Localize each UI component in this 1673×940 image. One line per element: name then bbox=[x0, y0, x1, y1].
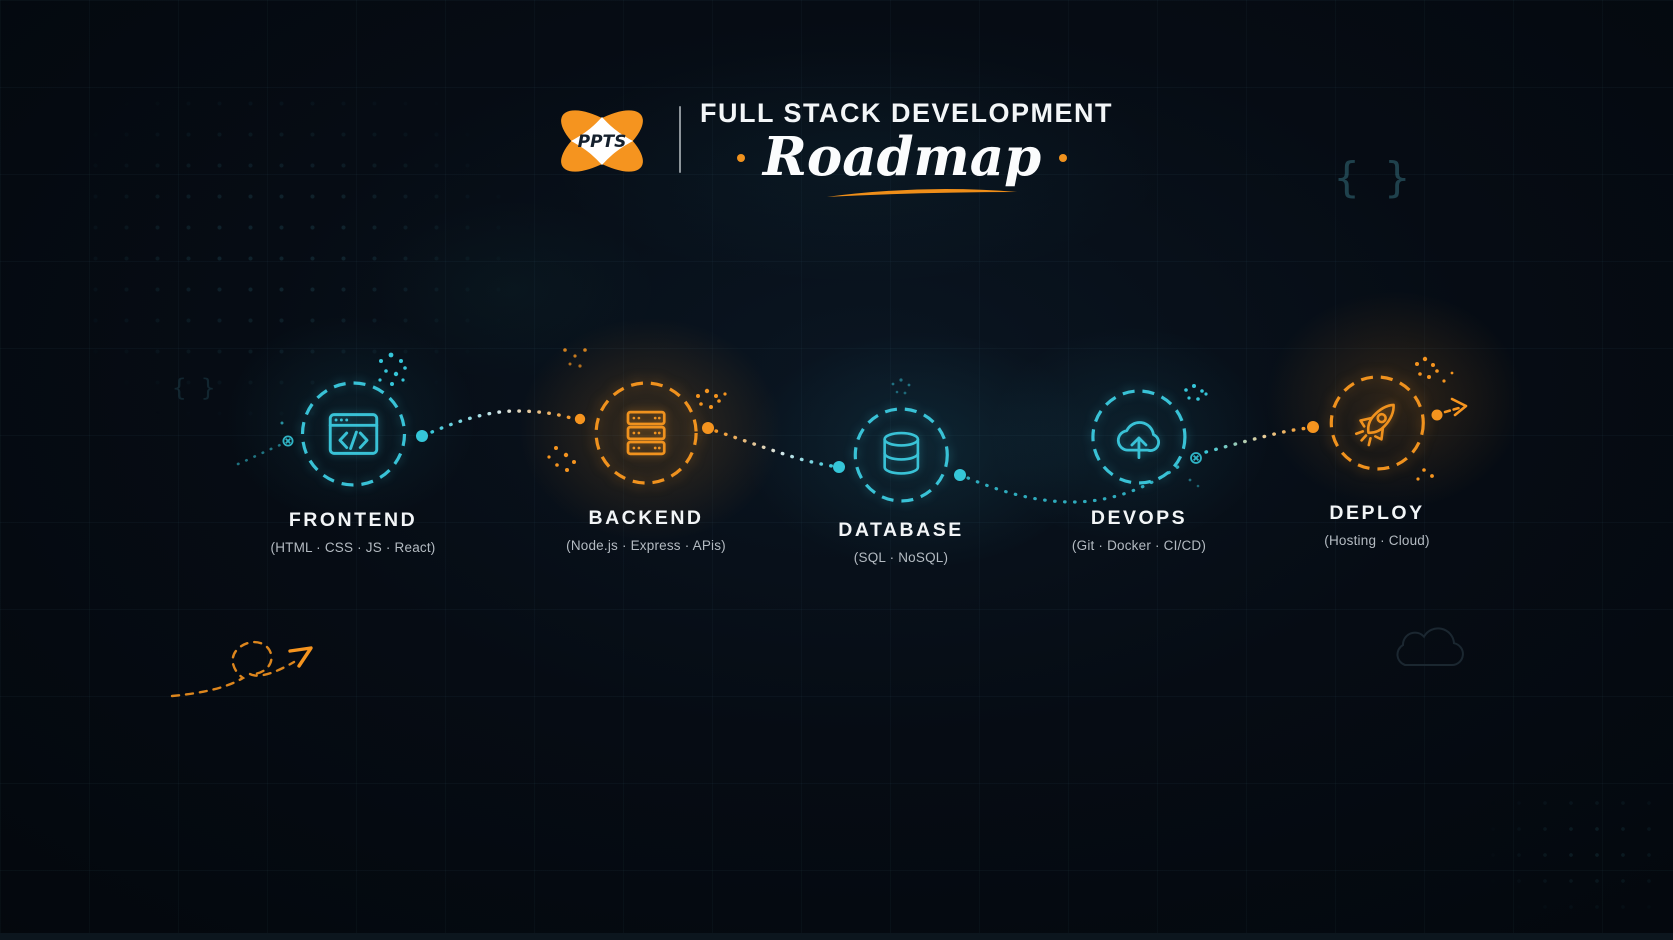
dashed-ring bbox=[1091, 389, 1187, 485]
exit-arrow-icon bbox=[1450, 397, 1468, 417]
stage-subtitle: (Hosting · Cloud) bbox=[1324, 533, 1430, 548]
swoosh-underline bbox=[826, 188, 1019, 197]
dashed-ring bbox=[853, 407, 949, 503]
connector-frontend-backend bbox=[430, 409, 573, 434]
stage-label: DATABASE bbox=[838, 519, 964, 541]
header-divider bbox=[679, 106, 681, 173]
connector-backend-database bbox=[714, 429, 834, 468]
stage-label: BACKEND bbox=[588, 507, 704, 529]
stage-subtitle: (Git · Docker · CI/CD) bbox=[1071, 538, 1207, 553]
code-window-icon bbox=[328, 413, 378, 455]
connector-dot bbox=[1431, 409, 1443, 421]
stage-backend: BACKEND (Node.js · Express · APis) bbox=[566, 379, 726, 553]
stage-deploy: DEPLOY (Hosting · Cloud) bbox=[1324, 373, 1430, 548]
dashed-ring bbox=[1329, 375, 1425, 471]
dashed-ring bbox=[594, 381, 698, 485]
swirl-arrowhead-icon bbox=[288, 646, 313, 668]
braces-decoration: { } bbox=[1334, 153, 1410, 202]
stage-label: FRONTEND bbox=[288, 509, 418, 531]
braces-decoration-small: { } bbox=[172, 374, 215, 402]
cloud-upload-icon bbox=[1117, 421, 1161, 460]
connector-dot bbox=[1307, 421, 1319, 433]
database-cylinder-icon bbox=[883, 431, 919, 475]
faint-cloud-icon bbox=[1396, 627, 1464, 666]
ppts-logo: PPTS bbox=[561, 110, 643, 172]
page-title: FULL STACK DEVELOPMENT bbox=[700, 98, 1114, 128]
title-dot-left bbox=[736, 153, 745, 162]
swirl-trail bbox=[170, 640, 296, 698]
exit-dashes bbox=[1443, 406, 1461, 414]
stage-database: DATABASE (SQL · NoSQL) bbox=[838, 405, 963, 565]
stage-devops: DEVOPS (Git · Docker · CI/CD) bbox=[1072, 387, 1206, 553]
stage-label: DEVOPS bbox=[1090, 507, 1188, 529]
dashed-ring bbox=[300, 381, 406, 487]
connector-devops-deploy bbox=[1204, 426, 1311, 454]
dot-matrix-bottomright bbox=[1480, 790, 1670, 930]
stage-label: DEPLOY bbox=[1329, 502, 1425, 524]
rocket-icon bbox=[1354, 403, 1395, 447]
header-titles: FULL STACK DEVELOPMENT Roadmap bbox=[700, 98, 1114, 199]
stage-subtitle: (Node.js · Express · APis) bbox=[566, 538, 726, 553]
stage-frontend: FRONTEND (HTML · CSS · JS · React) bbox=[270, 379, 435, 555]
server-stack-icon bbox=[626, 410, 666, 456]
bottom-strip bbox=[0, 933, 1673, 940]
logo-wordmark: PPTS bbox=[578, 132, 627, 152]
stage-subtitle: (HTML · CSS · JS · React) bbox=[270, 540, 436, 555]
script-title-row: Roadmap bbox=[700, 126, 1104, 188]
script-title: Roadmap bbox=[762, 126, 1042, 188]
title-dot-right bbox=[1059, 153, 1068, 162]
stage-subtitle: (SQL · NoSQL) bbox=[853, 550, 949, 565]
